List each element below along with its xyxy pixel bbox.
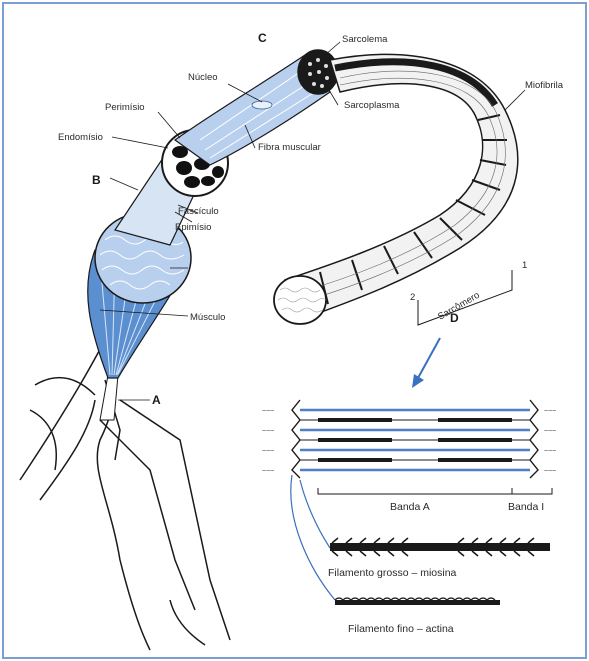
- svg-text:~~~: ~~~: [544, 428, 556, 435]
- label-musculo: Músculo: [190, 312, 225, 323]
- thin-filament-caption: Filamento fino – actina: [348, 623, 454, 635]
- svg-text:~~~: ~~~: [544, 408, 556, 415]
- label-epimisio: Epimísio: [175, 222, 211, 233]
- label-perimisio: Perimísio: [105, 102, 145, 113]
- label-endomisio: Endomísio: [58, 132, 103, 143]
- label-sarcoplasma: Sarcoplasma: [344, 100, 400, 111]
- thick-filament-caption: Filamento grosso – miosina: [328, 567, 457, 579]
- svg-text:~~~: ~~~: [262, 468, 274, 475]
- band-i-label: Banda I: [508, 501, 544, 513]
- band-a-bracket: [318, 488, 512, 494]
- arm-sketch: [20, 330, 230, 650]
- letter-c: C: [258, 31, 267, 45]
- label-sarcomero: Sarcômero: [436, 290, 482, 323]
- lead-line-thick: [300, 480, 330, 548]
- thick-filament: [330, 538, 550, 556]
- letter-a: A: [152, 393, 161, 407]
- band-i-bracket: [512, 488, 552, 494]
- svg-text:~~~: ~~~: [262, 448, 274, 455]
- label-fibra-muscular: Fibra muscular: [258, 142, 321, 153]
- label-num-1: 1: [522, 260, 527, 271]
- label-fasciculo: Fascículo: [178, 206, 219, 217]
- letter-b: B: [92, 173, 101, 187]
- svg-text:~~~: ~~~: [544, 468, 556, 475]
- label-nucleo: Núcleo: [188, 72, 218, 83]
- band-a-label: Banda A: [390, 501, 430, 513]
- letter-d: D: [450, 311, 459, 325]
- label-sarcolema: Sarcolema: [342, 34, 388, 45]
- sarcomere-detail: ~~~ ~~~ ~~~ ~~~ ~~~ ~~~ ~~~ ~~~: [262, 398, 565, 478]
- svg-text:~~~: ~~~: [262, 408, 274, 415]
- svg-text:~~~: ~~~: [262, 428, 274, 435]
- label-miofibrila: Miofibrila: [525, 80, 564, 91]
- fiber-nucleus: [252, 101, 272, 109]
- arrow-to-detail: [418, 338, 440, 378]
- thin-filament: [335, 598, 500, 605]
- label-num-2: 2: [410, 292, 415, 303]
- svg-text:~~~: ~~~: [544, 448, 556, 455]
